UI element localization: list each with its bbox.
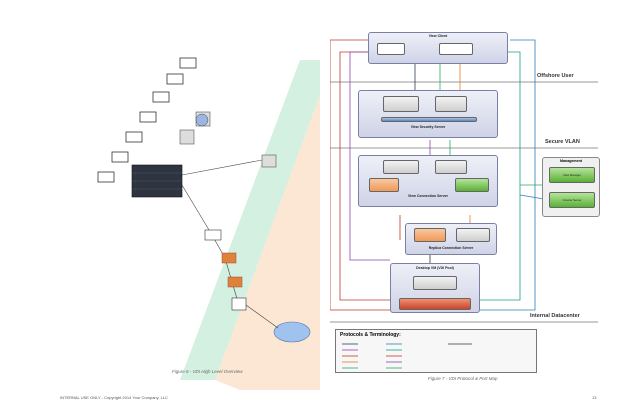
cloud-icon (273, 321, 311, 343)
footer-right: 13 (592, 395, 597, 400)
left-figure-art (97, 57, 320, 390)
desktop-vm-title: Desktop VM (VDI Pool) (416, 266, 454, 270)
zone-internal-label: Internal Datacenter (530, 313, 580, 319)
management-title: Management (560, 159, 582, 163)
globe-icon (195, 113, 209, 127)
legend-swatches (342, 343, 472, 369)
replica-server-box: Replica Connection Server (405, 223, 497, 255)
legend-title: Protocols & Terminology: (340, 332, 401, 338)
connection-comp-1 (383, 160, 419, 174)
security-tunnel-bar (381, 117, 477, 122)
firewall-icon (221, 252, 237, 264)
connection-lines (330, 39, 598, 323)
left-figure: Figure 6 - VDI High Level Overview (0, 0, 320, 390)
vcenter-box: vCenter Server (549, 192, 595, 208)
desktop-agent (413, 276, 457, 290)
security-comp-1 (383, 96, 419, 112)
view-client-comp-2 (439, 43, 473, 55)
zone-secure-label: Secure VLAN (545, 139, 580, 145)
zone-offshore-label: Offshore User (537, 73, 574, 79)
view-client-comp-1 (377, 43, 405, 55)
view-manager-label: View Manager (563, 173, 581, 177)
replica-comp-1 (414, 228, 446, 242)
security-comp-2 (435, 96, 467, 112)
desktop-vm-box: Desktop VM (VDI Pool) (390, 263, 480, 313)
vcenter-label: vCenter Server (562, 198, 582, 202)
right-caption: Figure 7 - VDI Protocol & Port Map (428, 376, 498, 381)
security-server-box: View Security Server (358, 90, 498, 138)
connection-server-box: View Connection Server (358, 155, 498, 207)
management-box: Management View Manager vCenter Server (542, 157, 600, 217)
footer-left: INTERNAL USE ONLY - Copyright 2014 Your … (60, 395, 168, 400)
view-manager-box: View Manager (549, 167, 595, 183)
left-caption: Figure 6 - VDI High Level Overview (172, 369, 243, 374)
connection-comp-3 (369, 178, 399, 192)
connection-server-title: View Connection Server (407, 194, 448, 198)
firewall-icon-2 (227, 276, 243, 288)
desktop-os (399, 298, 471, 310)
connection-comp-4 (455, 178, 489, 192)
legend-box: Protocols & Terminology: (335, 329, 537, 373)
green-zone (180, 60, 320, 380)
right-figure: View Client Offshore User Secure VLAN In… (330, 0, 630, 390)
endpoint-devices (97, 57, 197, 183)
connection-comp-2 (435, 160, 467, 174)
security-server-title: View Security Server (410, 125, 446, 129)
view-client-box: View Client (368, 32, 508, 64)
replica-server-title: Replica Connection Server (428, 246, 474, 250)
replica-comp-2 (456, 228, 490, 242)
view-client-title: View Client (428, 34, 448, 38)
server-icons (179, 111, 277, 168)
orange-zone (215, 95, 320, 390)
